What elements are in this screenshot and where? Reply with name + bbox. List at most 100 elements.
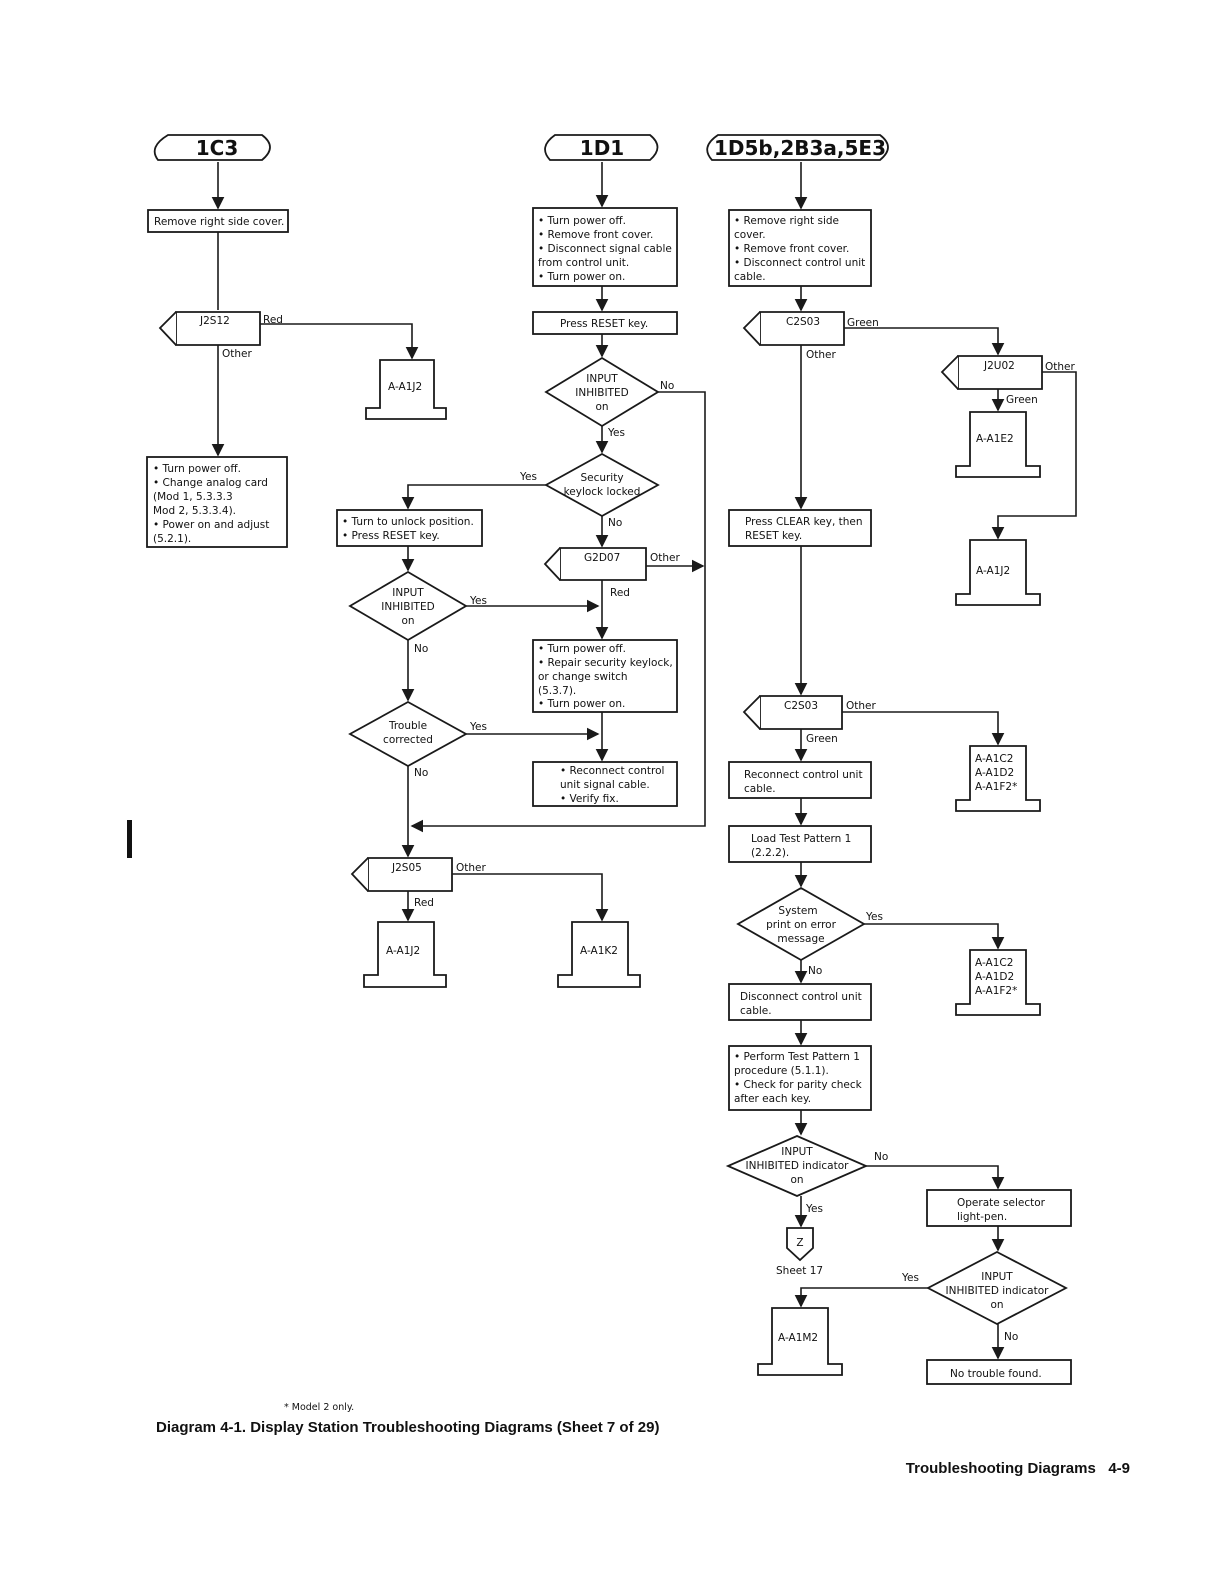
col2-steps-box: • Turn power off. • Remove front cover. …: [532, 207, 678, 287]
svg-text:cable.: cable.: [734, 271, 766, 283]
svg-text:Operate selector: Operate selector: [957, 1197, 1046, 1209]
svg-text:Yes: Yes: [901, 1272, 919, 1284]
decision-input-inhibited-1: INPUT INHIBITED on: [544, 356, 660, 428]
connector-j2u02: J2U02: [940, 355, 1043, 390]
col1-steps-box: • Turn power off. • Change analog card (…: [146, 456, 288, 548]
svg-text:No: No: [414, 643, 428, 655]
start-node-1c3: 1C3: [153, 134, 271, 161]
decision-trouble-corrected: Trouble corrected: [348, 700, 468, 768]
svg-text:C2S03: C2S03: [784, 700, 818, 712]
svg-text:C2S03: C2S03: [786, 316, 820, 328]
svg-text:• Turn power on.: • Turn power on.: [538, 698, 625, 710]
offpage-connector-z: Z: [786, 1227, 814, 1262]
card-a-a1m2: A-A1M2: [757, 1307, 843, 1376]
svg-text:A-A1F2*: A-A1F2*: [975, 781, 1017, 793]
connector-g2d07: G2D07: [543, 547, 647, 581]
svg-text:A-A1J2: A-A1J2: [386, 945, 420, 957]
svg-text:J2S12: J2S12: [199, 315, 230, 327]
svg-text:Red: Red: [414, 897, 434, 909]
svg-text:INHIBITED: INHIBITED: [575, 387, 628, 399]
svg-text:Disconnect control unit: Disconnect control unit: [740, 991, 862, 1003]
svg-text:Yes: Yes: [805, 1203, 823, 1215]
svg-text:cover.: cover.: [734, 229, 766, 241]
svg-text:message: message: [777, 933, 824, 945]
svg-text:• Reconnect control: • Reconnect control: [560, 765, 664, 777]
svg-text:(5.2.1).: (5.2.1).: [153, 533, 191, 545]
svg-text:No: No: [660, 380, 674, 392]
svg-text:Green: Green: [1006, 394, 1038, 406]
svg-text:A-A1M2: A-A1M2: [778, 1332, 818, 1344]
reconnect-unit-box: Reconnect control unit cable.: [728, 761, 872, 799]
decision-input-inhibited-indicator-1: INPUT INHIBITED indicator on: [725, 1135, 869, 1197]
svg-text:• Change analog card: • Change analog card: [153, 477, 268, 489]
connector-c2s03-mid: C2S03: [742, 695, 843, 730]
svg-text:1D1: 1D1: [580, 136, 624, 160]
card-a-codes-bottom: A-A1C2 A-A1D2 A-A1F2*: [955, 949, 1041, 1016]
press-clear-box: Press CLEAR key, then RESET key.: [728, 509, 872, 547]
start-node-1d5b: 1D5b,2B3a,5E3: [706, 134, 889, 161]
svg-text:Trouble: Trouble: [388, 720, 427, 732]
svg-text:Other: Other: [1045, 361, 1075, 373]
svg-text:after each key.: after each key.: [734, 1093, 811, 1105]
svg-text:unit signal cable.: unit signal cable.: [560, 779, 650, 791]
decision-input-inhibited-2: INPUT INHIBITED on: [348, 570, 468, 642]
revision-bar: [127, 820, 132, 858]
svg-text:Yes: Yes: [469, 721, 487, 733]
svg-text:A-A1C2: A-A1C2: [975, 957, 1013, 969]
svg-text:1C3: 1C3: [196, 136, 239, 160]
svg-text:J2U02: J2U02: [983, 360, 1015, 372]
svg-text:corrected: corrected: [383, 734, 433, 746]
svg-text:INHIBITED indicator: INHIBITED indicator: [746, 1160, 850, 1172]
svg-text:Sheet 17: Sheet 17: [776, 1265, 823, 1277]
diagram-caption: Diagram 4-1. Display Station Troubleshoo…: [156, 1419, 659, 1436]
svg-text:No: No: [608, 517, 622, 529]
card-a-codes-top: A-A1C2 A-A1D2 A-A1F2*: [955, 745, 1041, 812]
svg-text:INPUT: INPUT: [981, 1271, 1013, 1283]
svg-text:cable.: cable.: [740, 1005, 772, 1017]
svg-text:• Power on and adjust: • Power on and adjust: [153, 519, 269, 531]
svg-text:System: System: [778, 905, 817, 917]
svg-text:• Perform Test Pattern 1: • Perform Test Pattern 1: [734, 1051, 860, 1063]
svg-text:• Verify fix.: • Verify fix.: [560, 793, 619, 805]
svg-text:Other: Other: [456, 862, 486, 874]
svg-text:A-A1F2*: A-A1F2*: [975, 985, 1017, 997]
svg-text:G2D07: G2D07: [584, 552, 620, 564]
svg-text:keylock locked: keylock locked: [564, 486, 641, 498]
svg-text:A-A1C2: A-A1C2: [975, 753, 1013, 765]
card-a-a1j2-right: A-A1J2: [955, 539, 1041, 606]
svg-text:on: on: [790, 1174, 803, 1186]
connector-j2s12: J2S12: [158, 311, 261, 346]
svg-text:Yes: Yes: [519, 471, 537, 483]
svg-text:Yes: Yes: [469, 595, 487, 607]
svg-text:from control unit.: from control unit.: [538, 257, 629, 269]
decision-security-keylock: Security keylock locked: [544, 452, 660, 518]
svg-text:Green: Green: [806, 733, 838, 745]
svg-text:No: No: [414, 767, 428, 779]
svg-text:• Remove front cover.: • Remove front cover.: [734, 243, 849, 255]
svg-text:• Turn power off.: • Turn power off.: [538, 215, 626, 227]
remove-cover-box: Remove right side cover.: [147, 209, 289, 233]
svg-text:Press RESET key.: Press RESET key.: [560, 318, 648, 330]
svg-text:A-A1K2: A-A1K2: [580, 945, 618, 957]
svg-text:No: No: [1004, 1331, 1018, 1343]
svg-text:• Press RESET key.: • Press RESET key.: [342, 530, 440, 542]
svg-text:(5.3.7).: (5.3.7).: [538, 685, 576, 697]
svg-text:• Turn power on.: • Turn power on.: [538, 271, 625, 283]
svg-text:• Remove right side: • Remove right side: [734, 215, 839, 227]
svg-text:• Check for parity check: • Check for parity check: [734, 1079, 863, 1091]
svg-text:INHIBITED: INHIBITED: [381, 601, 434, 613]
svg-text:on: on: [990, 1299, 1003, 1311]
svg-text:INPUT: INPUT: [392, 587, 424, 599]
svg-text:No: No: [808, 965, 822, 977]
svg-text:procedure (5.1.1).: procedure (5.1.1).: [734, 1065, 829, 1077]
svg-text:or change switch: or change switch: [538, 671, 628, 683]
svg-text:print on error: print on error: [766, 919, 837, 931]
svg-text:• Repair security keylock,: • Repair security keylock,: [538, 657, 673, 669]
connector-j2s05: J2S05: [350, 857, 453, 892]
svg-text:Security: Security: [580, 472, 623, 484]
svg-text:Z: Z: [796, 1237, 803, 1249]
press-reset-box: Press RESET key.: [532, 311, 678, 335]
svg-text:• Turn power off.: • Turn power off.: [538, 643, 626, 655]
svg-text:Other: Other: [222, 348, 252, 360]
